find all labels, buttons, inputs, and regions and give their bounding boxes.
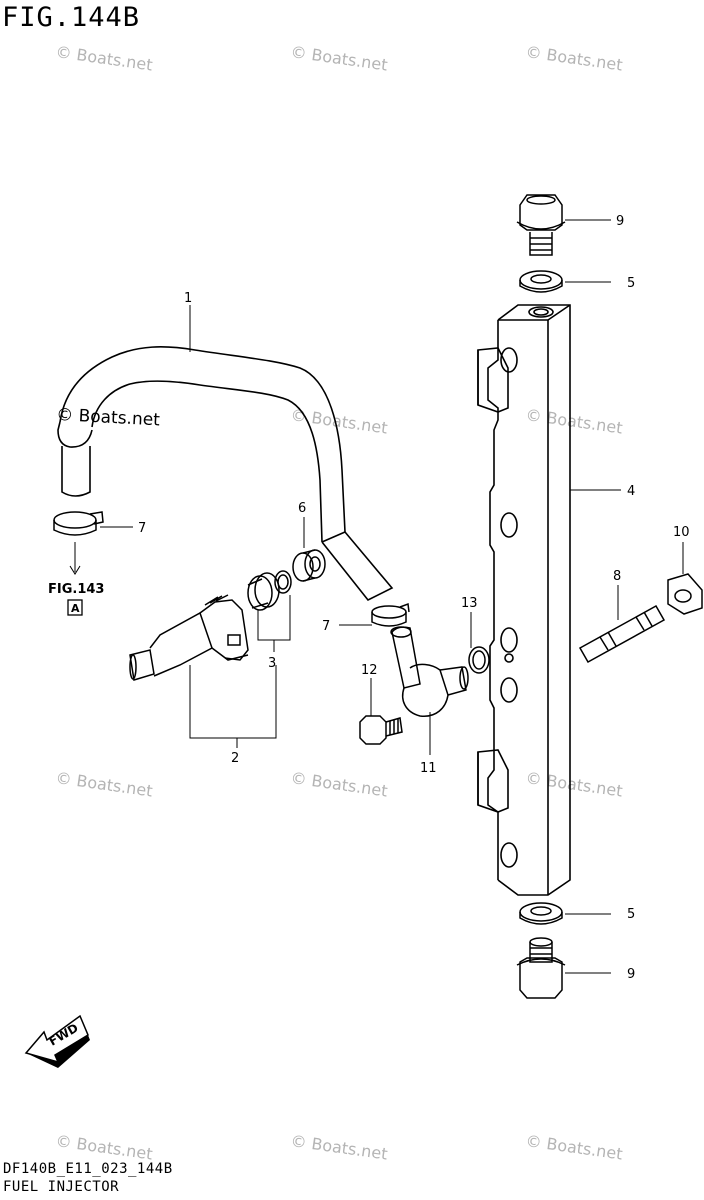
bolt-top-part [516, 194, 566, 256]
collar-part [292, 549, 326, 582]
prominent-watermark: © Boats.net [56, 405, 161, 430]
nut-part [667, 573, 703, 615]
stud-bolt-part [578, 604, 666, 664]
callout-7-left: 7 [138, 521, 146, 536]
figure-title: FIG.144B [2, 2, 141, 33]
reference-letter: A [71, 602, 80, 615]
callout-12: 12 [361, 663, 378, 678]
callout-9-top: 9 [616, 214, 624, 229]
callout-10: 10 [673, 525, 690, 540]
fuel-hose-part [57, 346, 394, 602]
watermarks: © Boats.net © Boats.net © Boats.net © Bo… [54, 42, 623, 1163]
callout-4: 4 [627, 484, 635, 499]
watermark: © Boats.net [289, 42, 388, 74]
callout-3: 3 [268, 656, 276, 671]
callout-6: 6 [298, 501, 306, 516]
callout-2: 2 [231, 751, 239, 766]
watermark: © Boats.net [524, 42, 623, 74]
watermark: © Boats.net [54, 1131, 153, 1163]
callout-5-bottom: 5 [627, 907, 635, 922]
watermark: © Boats.net [54, 42, 153, 74]
leader-lines [69, 219, 684, 974]
callout-1: 1 [184, 291, 192, 306]
callout-5-top: 5 [627, 276, 635, 291]
callout-numbers: 1 2 3 4 5 5 6 7 7 8 9 9 10 11 12 13 [138, 214, 690, 982]
watermark: © Boats.net [289, 1131, 388, 1163]
reference-box [67, 599, 83, 616]
watermark: © Boats.net [289, 405, 388, 437]
o-ring-part [468, 646, 490, 674]
hose-clamp-mid [371, 602, 410, 627]
watermark: © Boats.net [54, 768, 153, 800]
callout-11: 11 [420, 761, 437, 776]
watermark: © Boats.net [524, 1131, 623, 1163]
callout-13: 13 [461, 596, 478, 611]
figure-reference: FIG.143 [48, 582, 104, 597]
fuel-rail-part [477, 304, 571, 896]
seal-part [247, 570, 292, 611]
bolt-part [359, 715, 403, 745]
figure-code: DF140B_E11_023_144B [3, 1161, 173, 1177]
forward-arrow-icon: FWD [24, 1014, 90, 1068]
watermark: © Boats.net [524, 768, 623, 800]
fuel-injector-part [129, 594, 249, 681]
figure-name: FUEL INJECTOR [3, 1179, 120, 1195]
watermark: © Boats.net [524, 405, 623, 437]
callout-9-bottom: 9 [627, 967, 635, 982]
hose-clamp-left [53, 511, 104, 536]
watermark: © Boats.net [289, 768, 388, 800]
bolt-bottom-part [516, 937, 566, 999]
washer-bottom-part [519, 902, 563, 925]
callout-8: 8 [613, 569, 621, 584]
callout-7-mid: 7 [322, 619, 330, 634]
fitting-part [390, 626, 469, 717]
washer-top-part [519, 270, 563, 293]
